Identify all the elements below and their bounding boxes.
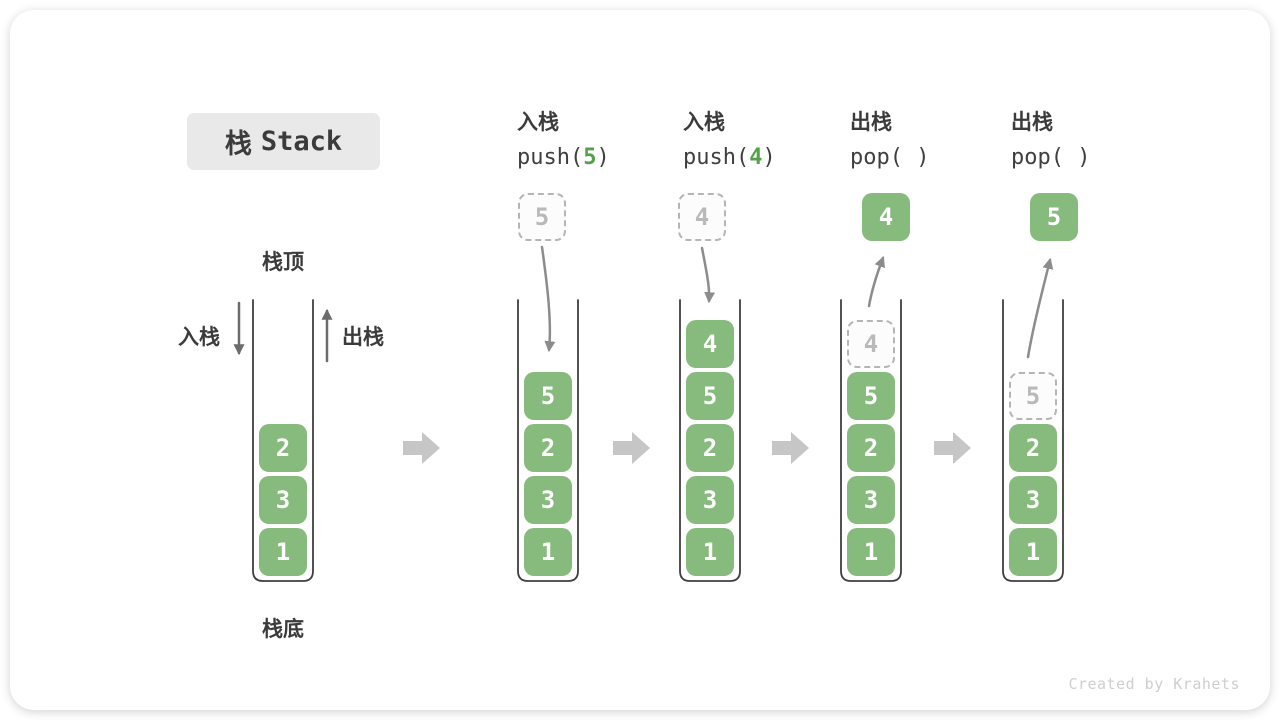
operation-name: 出栈 [1011, 110, 1053, 134]
diagram-title: 栈 Stack [187, 113, 380, 170]
code-close: ) [1063, 145, 1091, 170]
title-en: Stack [260, 126, 343, 157]
operation-label-push-5: 入栈 push(5) [517, 106, 677, 170]
code-fn: pop( [850, 145, 903, 170]
stack-top-label: 栈顶 [262, 250, 304, 274]
operation-code: push(4) [683, 145, 843, 170]
operation-label-pop-2: 出栈 pop( ) [1011, 106, 1171, 170]
push-arrow-icon-1 [540, 245, 556, 353]
operation-code: pop( ) [850, 145, 1010, 170]
push-arrow-icon-2 [700, 246, 716, 304]
stack-2-cell: 1 [524, 528, 572, 576]
stack-5-cell: 3 [1009, 476, 1057, 524]
code-arg: 5 [583, 145, 597, 170]
pop-arrow-icon-1 [867, 255, 885, 308]
stack-3-cell: 2 [686, 424, 734, 472]
stack-1-cell: 3 [259, 476, 307, 524]
operation-name: 入栈 [683, 110, 725, 134]
stack-5-floating-value: 5 [1030, 193, 1078, 241]
code-close: ) [762, 145, 776, 170]
operation-label-pop-1: 出栈 pop( ) [850, 106, 1010, 170]
code-arg: 4 [749, 145, 763, 170]
stack-2-cell: 5 [524, 372, 572, 420]
operation-name: 入栈 [517, 110, 559, 134]
stack-5-cell: 5 [1009, 372, 1057, 420]
stack-2-cell: 3 [524, 476, 572, 524]
code-close: ) [902, 145, 930, 170]
next-step-arrow-icon [772, 432, 809, 464]
stack-container-3 [679, 299, 741, 582]
code-fn: pop( [1011, 145, 1064, 170]
stack-5-cell: 1 [1009, 528, 1057, 576]
stack-3-cell: 4 [686, 320, 734, 368]
stack-3-floating-value: 4 [678, 193, 726, 241]
next-step-arrow-icon [934, 432, 971, 464]
stack-3-cell: 3 [686, 476, 734, 524]
stack-4-cell: 4 [847, 320, 895, 368]
pop-arrow-icon-2 [1026, 257, 1054, 359]
stack-4-cell: 5 [847, 372, 895, 420]
stack-bottom-label: 栈底 [262, 617, 304, 641]
code-fn: push( [517, 145, 584, 170]
operation-code: push(5) [517, 145, 677, 170]
stack-1-cell: 1 [259, 528, 307, 576]
stack-3-cell: 5 [686, 372, 734, 420]
watermark: Created by Krahets [1068, 675, 1240, 693]
code-close: ) [596, 145, 610, 170]
title-zh: 栈 [224, 129, 252, 160]
stack-4-cell: 3 [847, 476, 895, 524]
stack-container-4 [840, 299, 902, 582]
stack-4-cell: 2 [847, 424, 895, 472]
stack-4-floating-value: 4 [862, 193, 910, 241]
stack-container-2 [517, 299, 579, 582]
stack-3-cell: 1 [686, 528, 734, 576]
code-fn: push( [683, 145, 750, 170]
next-step-arrow-icon [613, 432, 650, 464]
operation-label-push-4: 入栈 push(4) [683, 106, 843, 170]
stack-5-cell: 2 [1009, 424, 1057, 472]
operation-name: 出栈 [850, 110, 892, 134]
stack-container-5 [1002, 299, 1064, 582]
pop-direction-label: 出栈 [342, 325, 384, 349]
stack-4-cell: 1 [847, 528, 895, 576]
stack-1-cell: 2 [259, 424, 307, 472]
next-step-arrow-icon [403, 432, 440, 464]
stack-2-cell: 2 [524, 424, 572, 472]
stack-container-1 [252, 299, 314, 582]
push-direction-label: 入栈 [178, 325, 220, 349]
operation-code: pop( ) [1011, 145, 1171, 170]
stack-2-floating-value: 5 [518, 193, 566, 241]
